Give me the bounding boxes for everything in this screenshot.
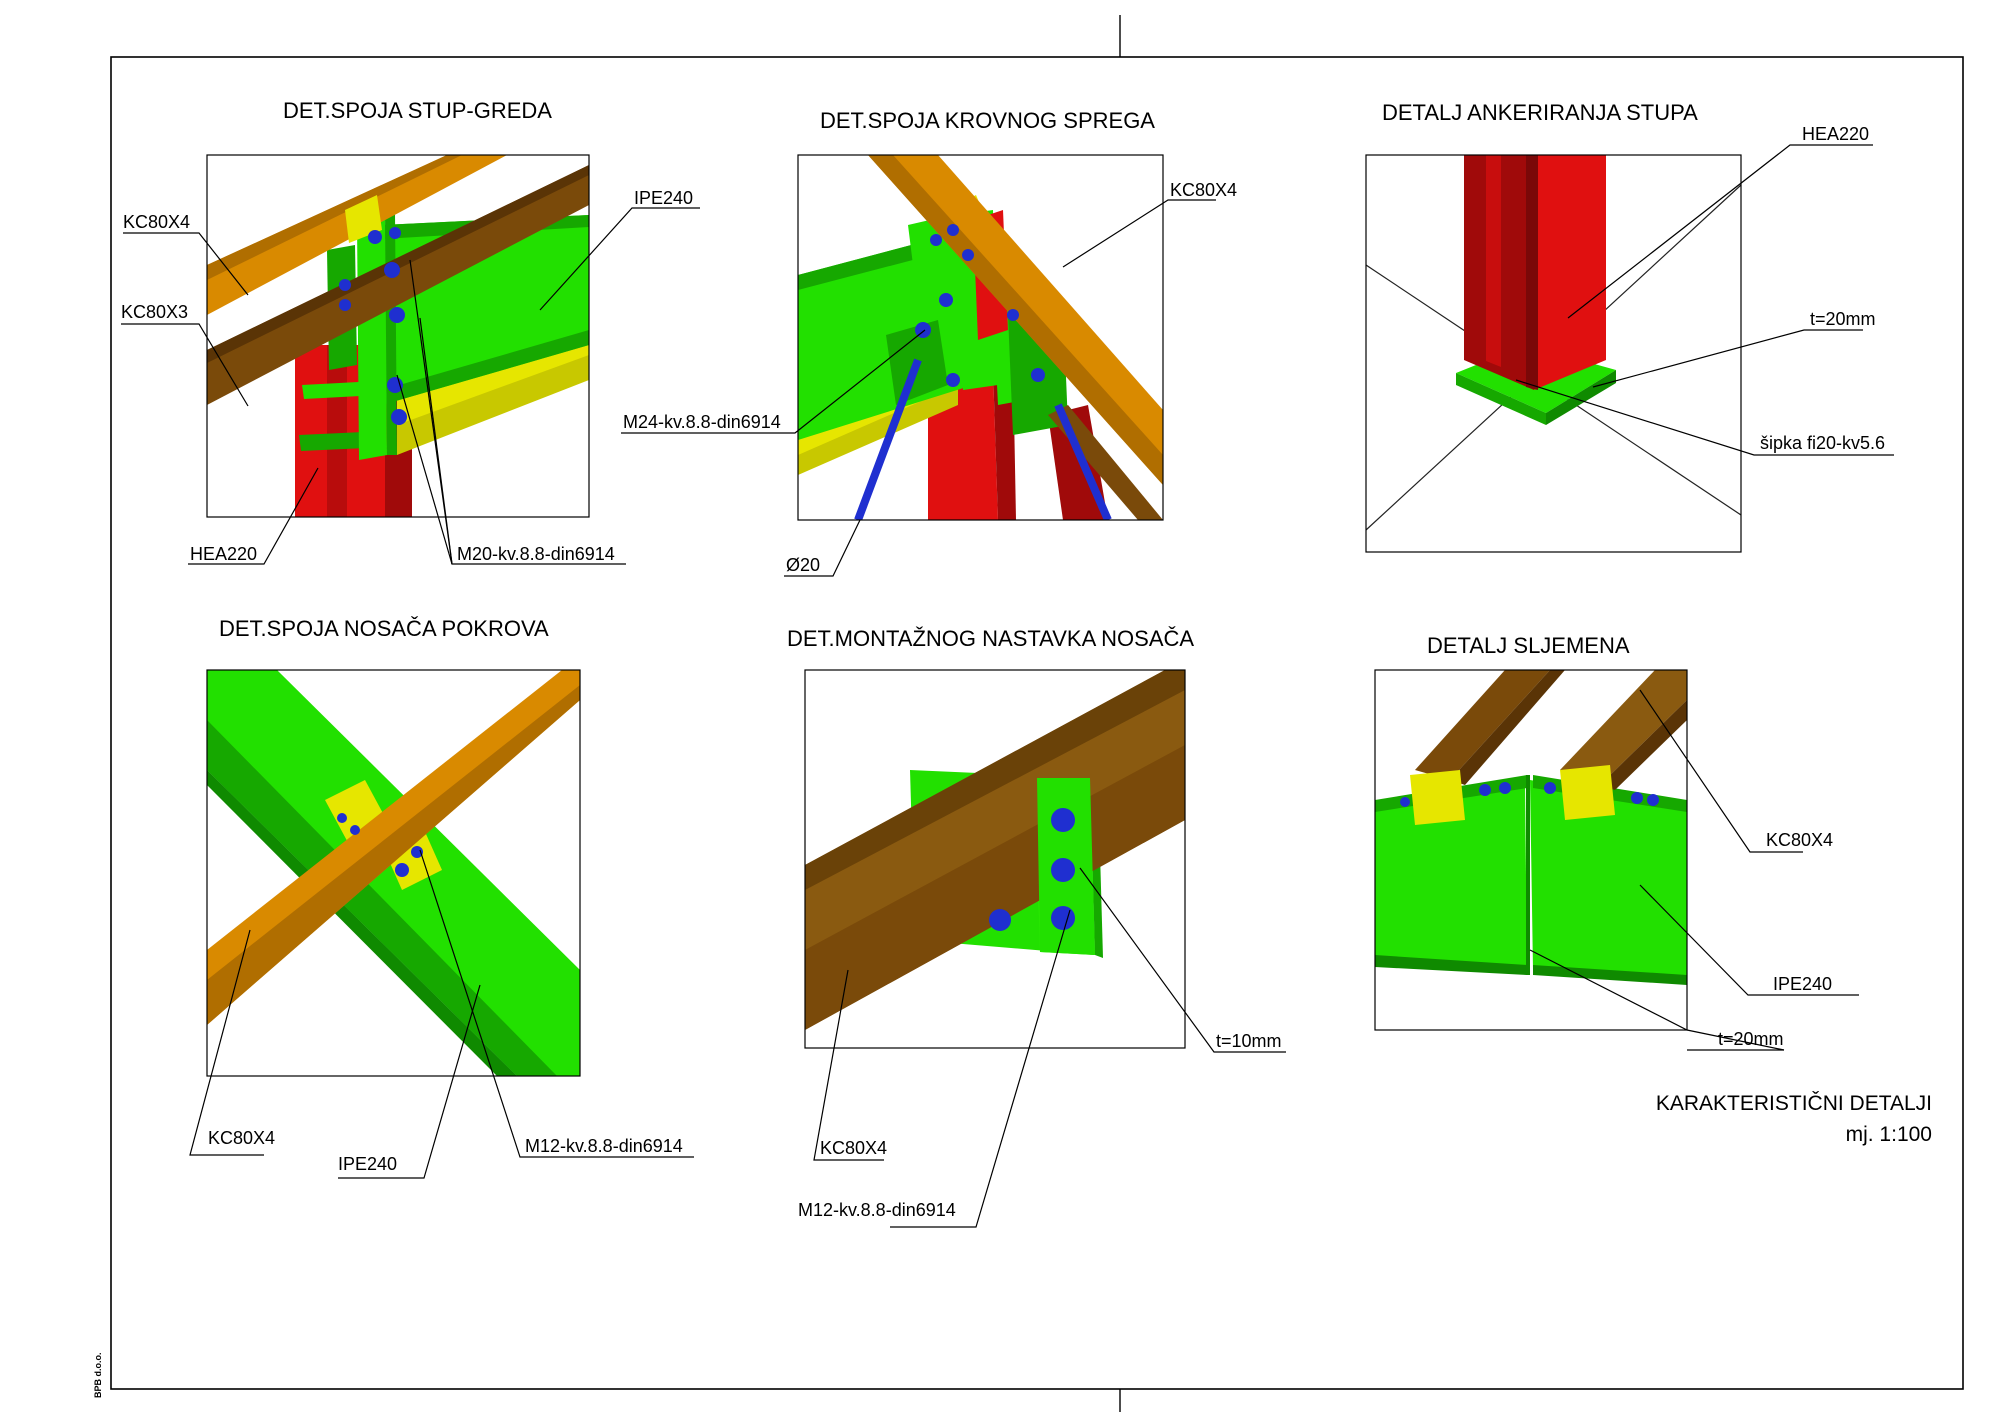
detail-2-label-diameter: Ø20 bbox=[786, 555, 820, 575]
company-mark: BPB d.o.o. bbox=[93, 1353, 103, 1399]
detail-1-render bbox=[207, 155, 589, 517]
detail-1-title: DET.SPOJA STUP-GREDA bbox=[283, 98, 552, 123]
detail-3-label-anchor-rod: šipka fi20-kv5.6 bbox=[1760, 433, 1885, 453]
detail-1-label-kc80x4: KC80X4 bbox=[123, 212, 190, 232]
detail-3-render bbox=[1366, 155, 1741, 552]
detail-4-render bbox=[207, 670, 580, 1076]
detail-4-label-ipe240: IPE240 bbox=[338, 1154, 397, 1174]
detail-1-label-hea220: HEA220 bbox=[190, 544, 257, 564]
detail-6-render bbox=[1375, 670, 1687, 1030]
detail-2-title: DET.SPOJA KROVNOG SPREGA bbox=[820, 108, 1155, 133]
sheet-border bbox=[110, 56, 1964, 1390]
detail-splice-connection: DET.MONTAŽNOG NASTAVKA NOSAČA t=10mm KC8… bbox=[787, 626, 1286, 1228]
detail-5-render bbox=[805, 670, 1185, 1048]
detail-4-label-m12-bolt: M12-kv.8.8-din6914 bbox=[525, 1136, 683, 1156]
detail-6-label-ipe240: IPE240 bbox=[1773, 974, 1832, 994]
detail-2-label-m24-bolt: M24-kv.8.8-din6914 bbox=[623, 412, 781, 432]
detail-purlin-connection: DET.SPOJA NOSAČA POKROVA KC80X4 IPE240 M… bbox=[189, 616, 694, 1179]
detail-roof-bracing: DET.SPOJA KROVNOG SPREGA bbox=[621, 108, 1237, 577]
detail-2-label-kc80x4: KC80X4 bbox=[1170, 180, 1237, 200]
detail-column-anchorage: DETALJ ANKERIRANJA STUPA HEA220 t=20mm š… bbox=[1365, 100, 1894, 553]
sheet-caption: KARAKTERISTIČNI DETALJI bbox=[1656, 1092, 1932, 1115]
detail-3-title: DETALJ ANKERIRANJA STUPA bbox=[1382, 100, 1698, 125]
detail-5-label-plate-thickness: t=10mm bbox=[1216, 1031, 1282, 1051]
detail-6-label-kc80x4: KC80X4 bbox=[1766, 830, 1833, 850]
detail-1-label-m20-bolt: M20-kv.8.8-din6914 bbox=[457, 544, 615, 564]
detail-6-label-plate-thickness: t=20mm bbox=[1718, 1029, 1784, 1049]
detail-1-label-kc80x3: KC80X3 bbox=[121, 302, 188, 322]
detail-2-render bbox=[798, 155, 1163, 520]
detail-3-label-plate-thickness: t=20mm bbox=[1810, 309, 1876, 329]
detail-ridge: DETALJ SLJEMENA bbox=[1374, 633, 1859, 1051]
detail-5-label-kc80x4: KC80X4 bbox=[820, 1138, 887, 1158]
detail-6-title: DETALJ SLJEMENA bbox=[1427, 633, 1630, 658]
detail-4-label-kc80x4: KC80X4 bbox=[208, 1128, 275, 1148]
detail-4-title: DET.SPOJA NOSAČA POKROVA bbox=[219, 616, 549, 641]
detail-3-label-hea220: HEA220 bbox=[1802, 124, 1869, 144]
detail-1-label-ipe240: IPE240 bbox=[634, 188, 693, 208]
detail-column-beam: DET.SPOJA STUP-GREDA bbox=[121, 98, 700, 565]
detail-5-label-m12-bolt: M12-kv.8.8-din6914 bbox=[798, 1200, 956, 1220]
detail-5-title: DET.MONTAŽNOG NASTAVKA NOSAČA bbox=[787, 626, 1194, 651]
sheet-scale: mj. 1:100 bbox=[1846, 1123, 1932, 1146]
